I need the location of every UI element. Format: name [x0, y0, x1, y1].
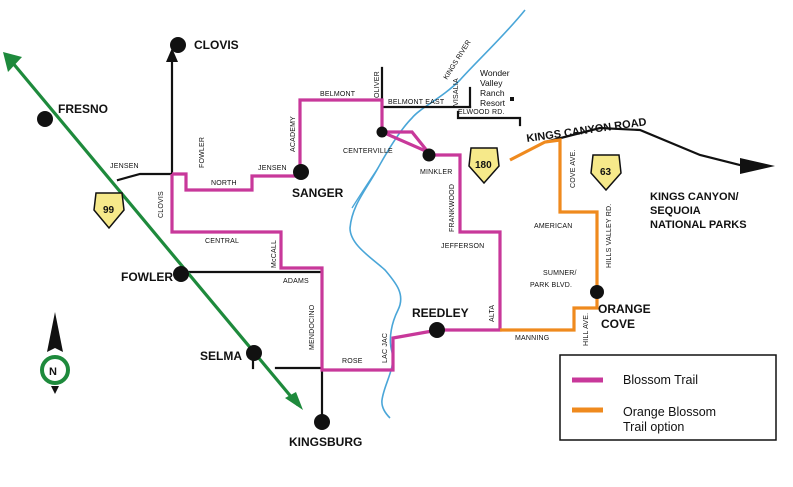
kings-canyon-arrow [740, 158, 775, 174]
city-label-kingsburg: KINGSBURG [289, 435, 362, 449]
road-label-belmont-east: BELMONT EAST [388, 99, 445, 106]
destination-line-2: SEQUOIA [650, 205, 701, 217]
orange-trail-route [500, 138, 599, 332]
shield-180-number: 180 [475, 160, 492, 171]
kings-river [349, 9, 526, 419]
city-label-orange-cove-2: COVE [601, 317, 635, 331]
road-label-cove-ave: COVE AVE. [570, 149, 577, 188]
city-label-minkler: MINKLER [420, 169, 453, 176]
city-label-sanger: SANGER [292, 186, 344, 200]
shield-99-icon: 99 [93, 192, 125, 230]
poi-resort: Resort [480, 98, 506, 108]
poi-wonder: Wonder [480, 68, 510, 78]
road-label-hills-valley: HILLS VALLEY RD. [606, 204, 613, 268]
city-label-orange-cove-1: ORANGE [598, 302, 651, 316]
road-label-jefferson: JEFFERSON [441, 243, 484, 250]
blossom-trail-route [170, 98, 502, 372]
road-label-jensen-west: JENSEN [110, 163, 139, 170]
legend: Blossom Trail Orange Blossom Trail optio… [559, 354, 777, 441]
city-label-fowler: FOWLER [121, 270, 173, 284]
road-label-rose: ROSE [342, 358, 363, 365]
highway-99-arrow-north [3, 52, 22, 72]
road-label-clovis: CLOVIS [158, 191, 165, 218]
road-label-academy: ACADEMY [290, 116, 297, 152]
road-label-adams: ADAMS [283, 278, 309, 285]
road-label-belmont: BELMONT [320, 91, 356, 98]
city-label-centerville: CENTERVILLE [343, 148, 393, 155]
city-markers [37, 37, 604, 430]
shield-180-icon: 180 [468, 147, 500, 185]
road-label-jensen-east: JENSEN [258, 165, 287, 172]
road-label-fowler: FOWLER [199, 137, 206, 168]
poi-ranch: Ranch [480, 88, 505, 98]
compass-letter: N [49, 366, 57, 378]
north-compass-icon: N [40, 312, 70, 394]
city-label-reedley: REEDLEY [412, 306, 469, 320]
road-label-sumner-2: PARK BLVD. [530, 282, 572, 289]
road-label-american: AMERICAN [534, 223, 573, 230]
shield-63-number: 63 [600, 167, 612, 178]
city-label-clovis: CLOVIS [194, 38, 239, 52]
kings-river-branch [351, 167, 379, 209]
poi-valley: Valley [480, 78, 503, 88]
city-label-selma: SELMA [200, 349, 242, 363]
legend-label-orange-1: Orange Blossom [623, 405, 716, 419]
road-label-sumner-1: SUMNER/ [543, 270, 577, 277]
black-roads [116, 58, 742, 424]
legend-label-blossom: Blossom Trail [623, 373, 698, 387]
road-label-north: NORTH [211, 180, 237, 187]
road-label-hill-ave: HILL AVE. [583, 313, 590, 346]
highway-99-arrow-south [285, 392, 303, 410]
clovis-arrow [166, 48, 178, 62]
road-label-kings-canyon: KINGS CANYON ROAD [526, 116, 648, 145]
road-label-visalia: VISALIA [453, 78, 460, 106]
legend-label-orange-2: Trail option [623, 420, 684, 434]
road-label-lac-jac: LAC JAC [382, 333, 389, 363]
road-label-frankwood: FRANKWOOD [449, 184, 456, 232]
road-label-manning: MANNING [515, 335, 549, 342]
destination-line-3: NATIONAL PARKS [650, 219, 747, 231]
road-label-mccall: McCALL [271, 240, 278, 268]
destination-line-1: KINGS CANYON/ [650, 191, 739, 203]
road-label-mendocino: MENDOCINO [309, 304, 316, 350]
shield-63-icon: 63 [590, 154, 622, 192]
shield-99-number: 99 [103, 205, 115, 216]
road-label-oliver: OLIVER [374, 71, 381, 98]
road-label-alta: ALTA [489, 305, 496, 322]
river-label-kings: KINGS RIVER [443, 39, 473, 81]
city-label-fresno: FRESNO [58, 102, 108, 116]
road-label-elwood: ELWOOD RD. [458, 109, 505, 116]
road-label-central: CENTRAL [205, 238, 239, 245]
